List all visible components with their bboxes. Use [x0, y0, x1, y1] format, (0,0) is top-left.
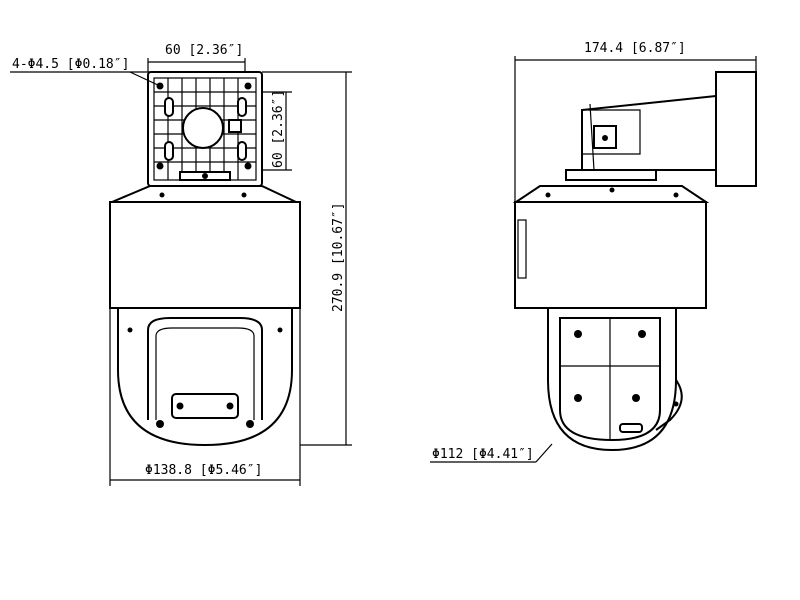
wall-mount [581, 71, 757, 187]
total-depth-label: 174.4 [6.87″] [584, 41, 686, 56]
dome-diameter-label: Φ112 [Φ4.41″] [432, 447, 534, 462]
mounting-plate [147, 71, 263, 187]
total-height-label: 270.9 [10.67″] [331, 202, 346, 312]
side-camera-body [512, 169, 710, 309]
dim-total-height: 270.9 [10.67″] [262, 71, 352, 446]
mount-holes-label: 4-Φ4.5 [Φ0.18″] [12, 57, 129, 72]
dim-dome-diameter: Φ112 [Φ4.41″] [430, 443, 553, 463]
side-view: 174.4 [6.87″] Φ112 [Φ4.41″] [430, 41, 757, 463]
camera-dome [117, 308, 293, 447]
dim-mount-holes: 4-Φ4.5 [Φ0.18″] [10, 57, 161, 87]
bracket-height-label: 60 [2.36″] [271, 90, 286, 168]
front-view: 60 [2.36″] 60 [2.36″] 4-Φ4.5 [Φ0.18″] 27… [10, 43, 352, 486]
camera-body [109, 185, 301, 309]
bracket-width-label: 60 [2.36″] [165, 43, 243, 58]
side-camera-dome [547, 308, 683, 452]
body-diameter-label: Φ138.8 [Φ5.46″] [145, 463, 262, 478]
dim-total-depth: 174.4 [6.87″] [514, 41, 757, 202]
dim-bracket-height: 60 [2.36″] [262, 90, 292, 171]
dim-bracket-width: 60 [2.36″] [147, 43, 246, 72]
dim-body-diameter: Φ138.8 [Φ5.46″] [109, 308, 301, 486]
